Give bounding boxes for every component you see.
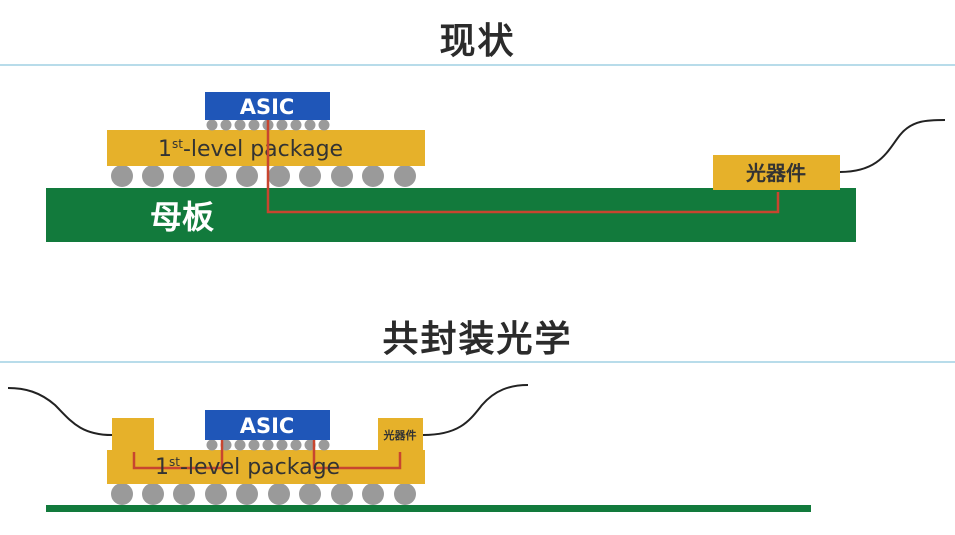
solder-ball bbox=[142, 165, 164, 187]
solder-ball bbox=[268, 165, 290, 187]
first-level-package bbox=[107, 130, 425, 166]
solder-ball bbox=[299, 165, 321, 187]
electrical-trace-left bbox=[132, 440, 224, 470]
optical-device-left bbox=[112, 418, 154, 452]
board-solder-balls bbox=[111, 165, 416, 187]
asic-chip bbox=[205, 92, 330, 120]
motherboard-label: 母板 bbox=[150, 198, 214, 236]
motherboard bbox=[46, 188, 856, 242]
solder-ball bbox=[394, 165, 416, 187]
board-solder-balls-cpo bbox=[111, 483, 416, 505]
solder-ball bbox=[205, 165, 227, 187]
optical-device bbox=[713, 155, 840, 190]
title-current: 现状 bbox=[439, 21, 516, 62]
asic-micro-bumps bbox=[206, 119, 330, 131]
asic-chip-cpo bbox=[205, 410, 330, 440]
asic-label: ASIC bbox=[240, 95, 295, 119]
solder-ball bbox=[111, 165, 133, 187]
cpo-diagram-detail: 光器件 ASIC 1st-level package bbox=[7, 384, 811, 512]
asic-label-cpo: ASIC bbox=[240, 414, 295, 438]
solder-ball bbox=[236, 165, 258, 187]
optical-device-right bbox=[378, 418, 423, 452]
optical-fiber bbox=[839, 119, 946, 173]
optical-device-right-label: 光器件 bbox=[383, 428, 417, 442]
electrical-trace bbox=[266, 120, 780, 214]
asic-micro-bumps-cpo bbox=[206, 439, 330, 451]
motherboard-cpo bbox=[46, 505, 811, 512]
solder-ball bbox=[331, 165, 353, 187]
optical-device-label: 光器件 bbox=[745, 161, 806, 185]
package-label-cpo: 1st-level package bbox=[155, 455, 340, 480]
solder-ball bbox=[362, 165, 384, 187]
optical-fiber-right bbox=[422, 384, 529, 436]
electrical-trace-right bbox=[312, 440, 402, 470]
package-label: 1st-level package bbox=[158, 137, 343, 162]
title-cpo: 共封装光学 bbox=[382, 319, 573, 360]
solder-ball bbox=[173, 165, 195, 187]
optical-fiber-left bbox=[7, 387, 113, 436]
current-state-diagram: 母板 ASIC 1st-level package bbox=[46, 92, 946, 242]
